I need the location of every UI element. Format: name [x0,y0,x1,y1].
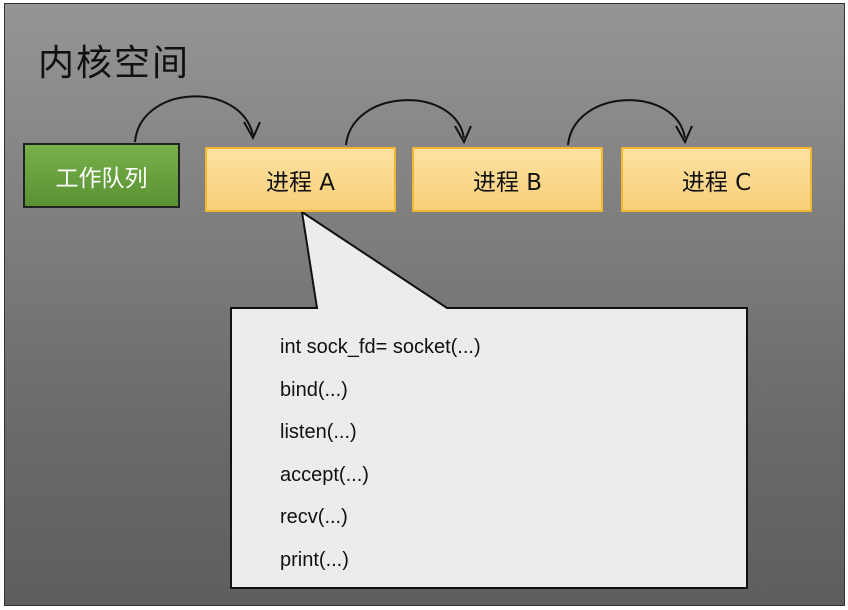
code-line: accept(...) [280,463,369,486]
code-listing: int sock_fd= socket(...) bind(...) liste… [280,326,481,581]
process-c-box: 进程 C [621,147,812,212]
arrow-b-to-c [567,99,686,146]
code-line: print(...) [280,548,349,571]
code-line: bind(...) [280,378,348,401]
code-callout [230,209,748,589]
process-a-box: 进程 A [205,147,396,212]
process-b-box: 进程 B [412,147,603,212]
arrow-queue-to-a [134,95,254,143]
code-line: listen(...) [280,421,357,443]
work-queue-box: 工作队列 [23,143,180,208]
code-line: int sock_fd= socket(...) [280,336,481,358]
code-line: recv(...) [280,506,348,528]
kernel-space-title: 内核空间 [38,43,191,84]
arrow-a-to-b [345,99,465,146]
